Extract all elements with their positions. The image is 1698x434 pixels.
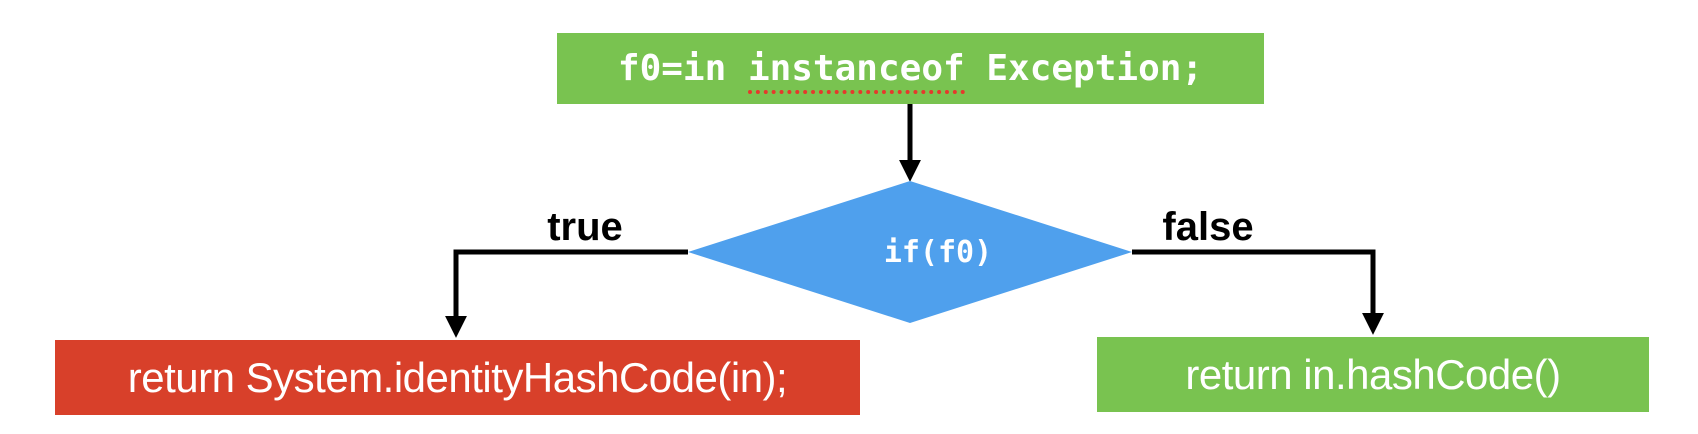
true-result-node: return System.identityHashCode(in); [55,340,860,415]
statement-code-before: f0=in [617,48,748,89]
decision-label: if(f0) [883,234,993,270]
arrow-true-branch [444,249,688,338]
true-result-label: return System.identityHashCode(in); [127,353,788,401]
statement-code-after: Exception; [964,48,1204,89]
true-branch-label: true [547,205,623,249]
false-branch-label: false [1162,205,1254,249]
arrow-false-branch [1132,249,1385,335]
statement-code: f0=in instanceof Exception; [617,48,1204,94]
false-result-node: return in.hashCode() [1097,337,1649,412]
false-result-label: return in.hashCode() [1185,350,1561,398]
statement-node: f0=in instanceof Exception; [557,33,1264,104]
statement-code-misspelled-word: instanceof [747,48,965,94]
